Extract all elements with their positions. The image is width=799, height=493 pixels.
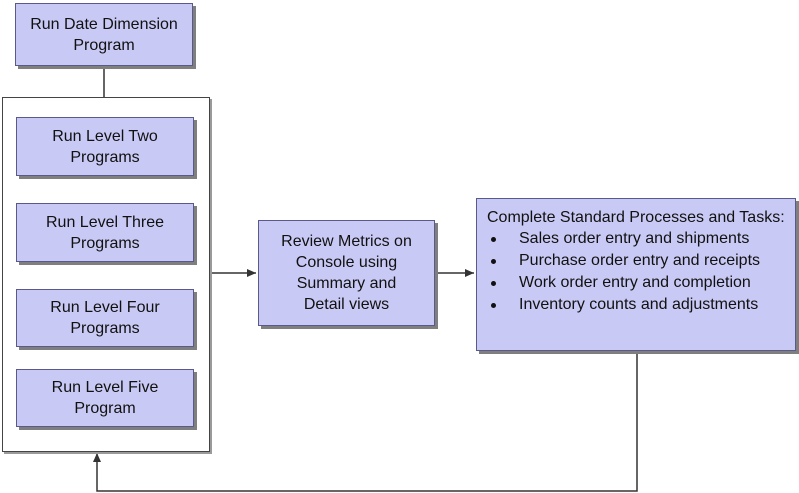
arrow-feedback-loop [93,352,638,492]
standard-processes-list: Sales order entry and shipments Purchase… [487,228,760,316]
bullet-icon [491,303,496,308]
run-level-four-line2: Programs [70,320,140,337]
task-list-item: Work order entry and completion [487,272,760,294]
run-level-three-box: Run Level Three Programs [16,203,194,262]
run-level-four-label: Run Level Four Programs [50,297,159,339]
review-metrics-line1: Review Metrics on [281,233,412,250]
run-level-three-line2: Programs [70,234,140,252]
run-level-five-line1: Run Level Five [51,379,159,396]
run-date-dimension-box: Run Date Dimension Program [15,3,193,66]
task-list-item: Purchase order entry and receipts [487,250,760,272]
review-metrics-box: Review Metrics on Console using Summary … [258,220,435,326]
run-level-two-label: Run Level Two Programs [52,126,158,168]
run-level-two-line1: Run Level Two [52,127,158,145]
task-label: Work order entry and completion [519,274,751,291]
run-level-two-line2: Programs [70,148,140,166]
run-level-two-box: Run Level Two Programs [16,117,194,176]
review-metrics-label: Review Metrics on Console using Summary … [281,231,412,315]
standard-processes-title: Complete Standard Processes and Tasks: [487,209,785,226]
bullet-icon [491,281,496,286]
bullet-icon [491,259,496,264]
run-date-dimension-line2: Program [73,36,135,54]
review-metrics-line3: Summary and [296,275,397,292]
run-level-five-label: Run Level Five Program [52,377,159,419]
standard-processes-box: Complete Standard Processes and Tasks: S… [476,198,796,351]
run-date-dimension-label: Run Date Dimension Program [30,14,178,56]
run-level-four-box: Run Level Four Programs [16,289,194,347]
run-level-three-line1: Run Level Three [46,213,164,231]
task-list-item: Sales order entry and shipments [487,228,760,250]
task-list-item: Inventory counts and adjustments [487,294,760,316]
run-level-four-line1: Run Level Four [50,299,160,316]
review-metrics-line4: Detail views [303,296,390,313]
task-label: Inventory counts and adjustments [519,296,759,313]
review-metrics-line2: Console using [295,254,398,271]
task-label: Sales order entry and shipments [519,230,750,247]
bullet-icon [491,237,496,242]
run-level-three-label: Run Level Three Programs [46,212,164,254]
task-label: Purchase order entry and receipts [519,252,761,269]
run-level-five-line2: Program [74,400,136,417]
run-date-dimension-line1: Run Date Dimension [30,15,178,33]
run-level-five-box: Run Level Five Program [16,369,194,427]
